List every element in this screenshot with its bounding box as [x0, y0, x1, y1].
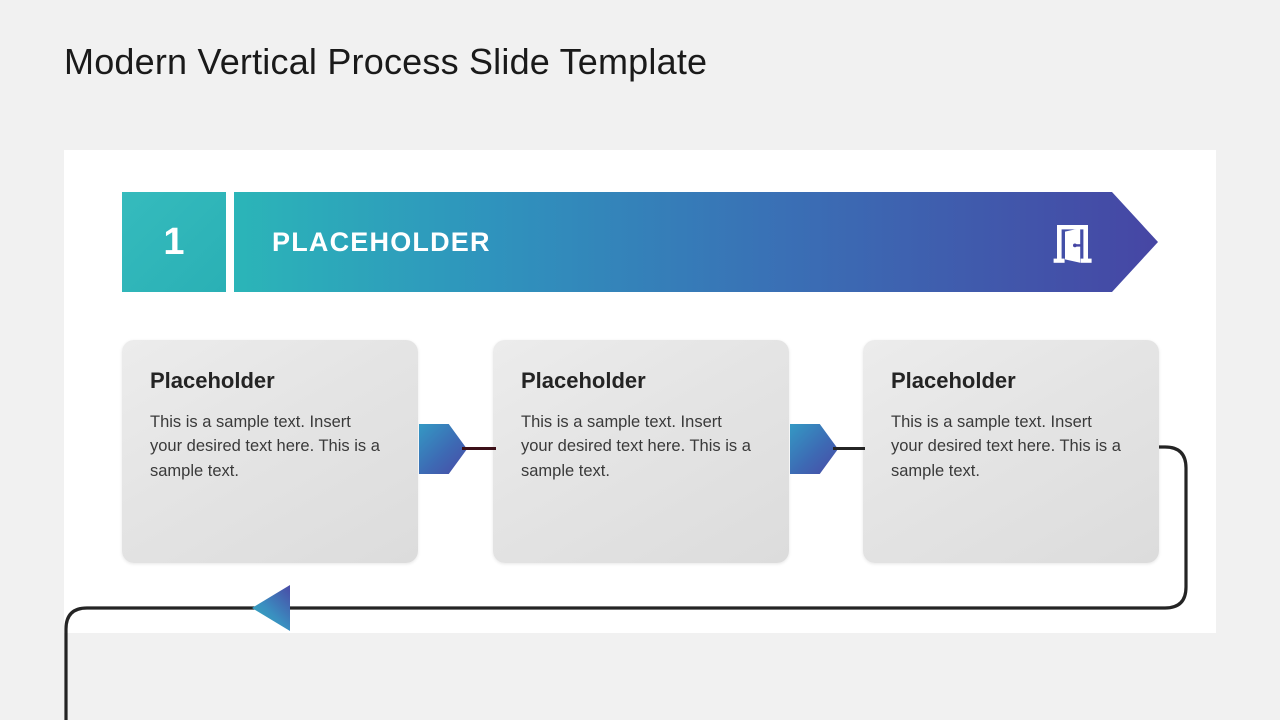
- process-card[interactable]: Placeholder This is a sample text. Inser…: [493, 340, 789, 563]
- card-title: Placeholder: [891, 368, 1016, 393]
- page-title: Modern Vertical Process Slide Template: [64, 41, 708, 82]
- open-door-icon: [1052, 219, 1100, 267]
- process-card[interactable]: Placeholder This is a sample text. Inser…: [863, 340, 1159, 563]
- connector-line: [833, 447, 865, 450]
- card-title: Placeholder: [150, 368, 275, 393]
- connector-line: [462, 447, 496, 450]
- step-number-label: 1: [163, 221, 185, 263]
- step-number-badge[interactable]: 1: [122, 192, 226, 292]
- card-body: This is a sample text. Insert your desir…: [521, 413, 751, 480]
- banner-label: PLACEHOLDER: [272, 226, 491, 257]
- process-card[interactable]: Placeholder This is a sample text. Inser…: [122, 340, 418, 563]
- banner-arrow-shape[interactable]: PLACEHOLDER: [234, 192, 1158, 292]
- process-banner[interactable]: 1 PLACEHOLDER: [122, 192, 1158, 292]
- card-body: This is a sample text. Insert your desir…: [150, 413, 380, 480]
- card-body: This is a sample text. Insert your desir…: [891, 413, 1121, 480]
- card-title: Placeholder: [521, 368, 646, 393]
